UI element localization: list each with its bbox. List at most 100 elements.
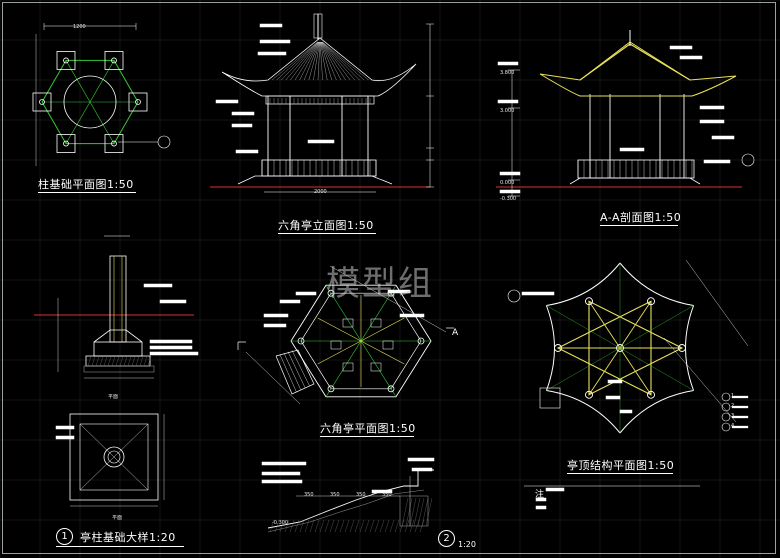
- steps-hatch: [304, 519, 310, 533]
- steps-hatch: [394, 519, 400, 533]
- footing-plan-outer: [69, 413, 159, 501]
- leader-label-bar: [231, 111, 255, 116]
- dim-section-mark: 3.000: [500, 108, 515, 114]
- title-column-foundation-plan: 柱基础平面图1:50: [38, 178, 134, 191]
- column-mark: [111, 140, 117, 147]
- leader-label-bar: [259, 23, 283, 28]
- steps-hatch: [339, 519, 345, 533]
- dim-stair: 350: [304, 492, 314, 498]
- leader-label-bar: [411, 467, 433, 472]
- leader-label-bar: [521, 291, 555, 296]
- footing-plan-diag: [79, 423, 149, 491]
- leader-label-bar: [619, 409, 633, 414]
- steps-hatch: [369, 519, 375, 533]
- leader-label-bar: [215, 99, 239, 104]
- leader-label-bar: [295, 291, 317, 296]
- plan-column: [417, 337, 425, 345]
- roof-tile: [294, 41, 319, 81]
- roof-eave-curve: [546, 262, 621, 306]
- leader-label-bar: [711, 135, 735, 140]
- leader-label-bar: [497, 61, 519, 66]
- block-hatch: [417, 497, 425, 527]
- leader-label-bar: [497, 99, 519, 104]
- roof-hip: [546, 305, 621, 349]
- roof-detail-box: [539, 387, 561, 409]
- leader-label-bar: [607, 379, 623, 384]
- column-mark: [39, 99, 45, 105]
- roof-tile: [319, 41, 323, 81]
- leader-label-bar: [143, 283, 173, 288]
- plan-step-tread: [283, 353, 301, 391]
- legend-rebar-4: 4: [731, 423, 735, 429]
- dim-section-mark: 3.800: [500, 70, 515, 76]
- roof-column-node: [647, 297, 655, 306]
- column-footing: [56, 134, 76, 153]
- roof-tile: [320, 41, 328, 81]
- title-section-aa: A-A剖面图1:50: [600, 211, 682, 224]
- column-footing: [32, 92, 52, 112]
- steps-hatch: [384, 519, 390, 533]
- hatch: [119, 355, 124, 367]
- title-pavilion-plan: 六角亭平面图1:50: [320, 422, 416, 435]
- plan-seat: [342, 362, 354, 372]
- hatch: [135, 355, 140, 367]
- steps-hatch: [344, 519, 350, 533]
- leader-label-bar: [605, 395, 621, 400]
- block-hatch: [413, 497, 421, 527]
- detail-number-1: 1: [56, 528, 73, 545]
- leader-label-bar: [149, 351, 199, 356]
- leader-label-bar: [545, 487, 565, 492]
- roof-tile: [320, 41, 337, 81]
- roof-callout: [507, 289, 521, 303]
- steps-hatch: [364, 519, 370, 533]
- dim-stair: 350: [330, 492, 340, 498]
- plan-seat: [342, 318, 354, 328]
- legend-circle: [721, 422, 731, 432]
- dim-section-mark: 0.000: [500, 180, 515, 186]
- steps-hatch: [294, 519, 300, 533]
- plan-seat: [370, 362, 382, 372]
- steps-hatch: [274, 519, 280, 533]
- roof-column-node: [678, 344, 686, 352]
- roof-tile: [321, 41, 346, 81]
- leader-label-bar: [55, 425, 75, 430]
- steps-hatch: [354, 519, 360, 533]
- roof-eave-curve: [619, 390, 694, 434]
- hatch: [99, 355, 104, 367]
- dim-foundation-top: 1200: [73, 24, 86, 30]
- roof-tile: [281, 41, 319, 81]
- block-hatch: [405, 497, 413, 527]
- leader-label-bar: [235, 149, 259, 154]
- column-mark: [135, 99, 141, 105]
- block-hatch: [425, 497, 433, 527]
- legend-bar: [731, 405, 749, 409]
- roof-tile: [317, 41, 321, 81]
- hatch: [103, 355, 108, 367]
- legend-rebar-3: 3: [731, 413, 735, 419]
- roof-tile: [285, 41, 319, 81]
- column-footing: [128, 92, 148, 112]
- roof-center-node: [616, 344, 624, 352]
- dim-stair: 350: [382, 492, 392, 498]
- plan-steps: [275, 349, 315, 395]
- plan-seat: [382, 340, 394, 350]
- leader-label-bar: [261, 461, 307, 466]
- leader-label-bar: [263, 323, 287, 328]
- elevation-roof: [221, 37, 417, 97]
- note-label: 注: [535, 490, 545, 500]
- leader-label-bar: [387, 289, 411, 294]
- steps-hatch: [374, 519, 380, 533]
- legend-rebar-2: 2: [731, 403, 735, 409]
- leader-label-bar: [307, 139, 335, 144]
- legend-circle: [721, 412, 731, 422]
- legend-rebar-1: 1: [731, 393, 735, 399]
- roof-tile: [322, 41, 365, 81]
- hatch: [91, 355, 96, 367]
- block-hatch: [401, 497, 409, 527]
- roof-dim-line: [685, 259, 749, 347]
- leader-label-bar: [55, 435, 75, 440]
- detail-2-scale: 1:20: [458, 540, 476, 549]
- steps-hatch: [279, 519, 285, 533]
- plan-step-tread: [287, 351, 306, 389]
